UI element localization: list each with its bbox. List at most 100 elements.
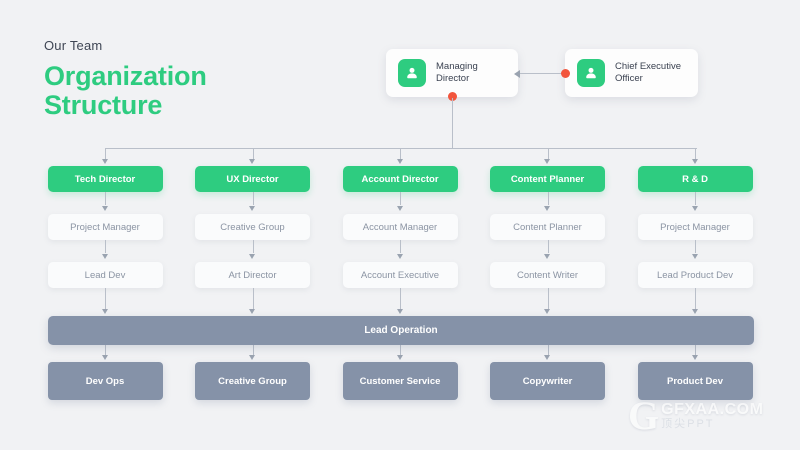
connector-vertical — [105, 288, 106, 309]
ceo-line-1: Chief Executive — [615, 61, 682, 72]
arrow-down-icon — [691, 355, 698, 360]
card-chief-executive-officer[interactable]: Chief Executive Officer — [565, 49, 698, 97]
lead-operation-bar[interactable]: Lead Operation — [48, 316, 754, 345]
node-label: Tech Director — [74, 173, 136, 185]
connector-vertical — [695, 288, 696, 309]
node-level-3-col-3[interactable]: Account Executive — [342, 262, 458, 288]
connector-dot-md — [448, 92, 457, 101]
node-label: Account Director — [361, 173, 439, 185]
connector-vertical — [105, 148, 106, 160]
arrow-down-icon — [101, 206, 108, 211]
connector-vertical — [547, 345, 549, 356]
connector-vertical — [547, 240, 549, 253]
connector-vertical — [695, 192, 696, 205]
connector-vertical — [400, 345, 401, 356]
node-bottom-col-5[interactable]: Product Dev — [637, 362, 753, 400]
node-label: Account Executive — [360, 269, 440, 281]
connector-vertical — [400, 192, 401, 205]
arrow-down-icon — [101, 254, 108, 259]
connector-vertical — [400, 148, 401, 160]
card-managing-director-label: Managing Director — [436, 61, 478, 85]
arrow-down-icon — [101, 309, 108, 314]
node-label: Content Writer — [516, 269, 579, 281]
connector-vertical — [252, 148, 254, 160]
connector-vertical — [695, 240, 696, 253]
arrow-down-icon — [396, 309, 403, 314]
arrow-down-icon — [396, 254, 403, 259]
connector-vertical — [105, 192, 106, 205]
arrow-down-icon — [691, 159, 698, 164]
arrow-down-icon — [544, 254, 550, 259]
node-level-3-col-1[interactable]: Lead Dev — [47, 262, 163, 288]
node-label: Project Manager — [70, 221, 140, 233]
connector-md-drop — [452, 98, 453, 148]
node-label: Product Dev — [667, 375, 723, 387]
node-director-col-4[interactable]: Content Planner — [490, 166, 605, 192]
node-label: Creative Group — [220, 221, 285, 233]
node-label: Copywriter — [522, 375, 573, 387]
node-label: Creative Group — [218, 375, 287, 387]
node-level-2-col-4[interactable]: Content Planner — [490, 214, 605, 240]
connector-vertical — [695, 148, 696, 160]
connector-vertical — [547, 192, 549, 205]
node-level-2-col-1[interactable]: Project Manager — [47, 214, 163, 240]
arrow-down-icon — [101, 159, 108, 164]
node-director-col-5[interactable]: R & D — [637, 166, 753, 192]
node-level-3-col-4[interactable]: Content Writer — [490, 262, 605, 288]
md-line-2: Director — [436, 73, 470, 84]
arrow-down-icon — [544, 309, 550, 314]
node-label: UX Director — [226, 173, 279, 185]
title-line-2: Structure — [44, 90, 163, 120]
card-managing-director[interactable]: Managing Director — [386, 49, 518, 97]
page-title: Our Team Organization Structure — [44, 38, 207, 120]
node-label: Content Planner — [513, 221, 582, 233]
connector-vertical — [400, 240, 401, 253]
arrow-down-icon — [691, 206, 698, 211]
node-director-col-3[interactable]: Account Director — [342, 166, 458, 192]
arrow-down-icon — [249, 355, 255, 360]
arrow-down-icon — [691, 309, 698, 314]
arrow-down-icon — [691, 254, 698, 259]
card-chief-executive-officer-label: Chief Executive Officer — [615, 61, 681, 85]
node-director-col-2[interactable]: UX Director — [195, 166, 310, 192]
connector-vertical — [252, 192, 254, 205]
node-level-2-col-3[interactable]: Account Manager — [342, 214, 458, 240]
arrow-down-icon — [544, 159, 550, 164]
node-level-2-col-2[interactable]: Creative Group — [195, 214, 310, 240]
node-label: Account Manager — [362, 221, 438, 233]
arrow-down-icon — [101, 355, 108, 360]
connector-vertical — [252, 345, 254, 356]
connector-vertical — [547, 288, 549, 309]
arrow-down-icon — [249, 309, 255, 314]
node-bottom-col-1[interactable]: Dev Ops — [47, 362, 163, 400]
connector-vertical — [252, 240, 254, 253]
connector-dot-ceo — [561, 69, 570, 78]
title-line-1: Organization — [44, 61, 207, 91]
node-label: Lead Dev — [84, 269, 126, 281]
arrow-down-icon — [396, 159, 403, 164]
arrow-down-icon — [396, 206, 403, 211]
arrow-left-icon — [514, 69, 520, 78]
kicker-text: Our Team — [44, 38, 103, 53]
md-line-1: Managing — [436, 61, 478, 72]
node-level-2-col-5[interactable]: Project Manager — [637, 214, 753, 240]
arrow-down-icon — [249, 159, 255, 164]
node-director-col-1[interactable]: Tech Director — [47, 166, 163, 192]
node-label: Content Planner — [510, 173, 585, 185]
node-label: Art Director — [228, 269, 277, 281]
connector-ceo-to-md — [518, 73, 563, 74]
watermark-logo: G — [628, 393, 660, 438]
node-bottom-col-2[interactable]: Creative Group — [195, 362, 310, 400]
node-label: Lead Product Dev — [656, 269, 734, 281]
node-level-3-col-2[interactable]: Art Director — [195, 262, 310, 288]
node-bottom-col-4[interactable]: Copywriter — [490, 362, 605, 400]
connector-director-bus — [105, 148, 697, 149]
node-bottom-col-3[interactable]: Customer Service — [342, 362, 458, 400]
connector-vertical — [252, 288, 254, 309]
ceo-line-2: Officer — [615, 73, 643, 84]
connector-vertical — [105, 345, 106, 356]
connector-vertical — [695, 345, 696, 356]
arrow-down-icon — [249, 206, 255, 211]
node-level-3-col-5[interactable]: Lead Product Dev — [637, 262, 753, 288]
watermark-site: GFXAA.COM — [661, 401, 764, 418]
